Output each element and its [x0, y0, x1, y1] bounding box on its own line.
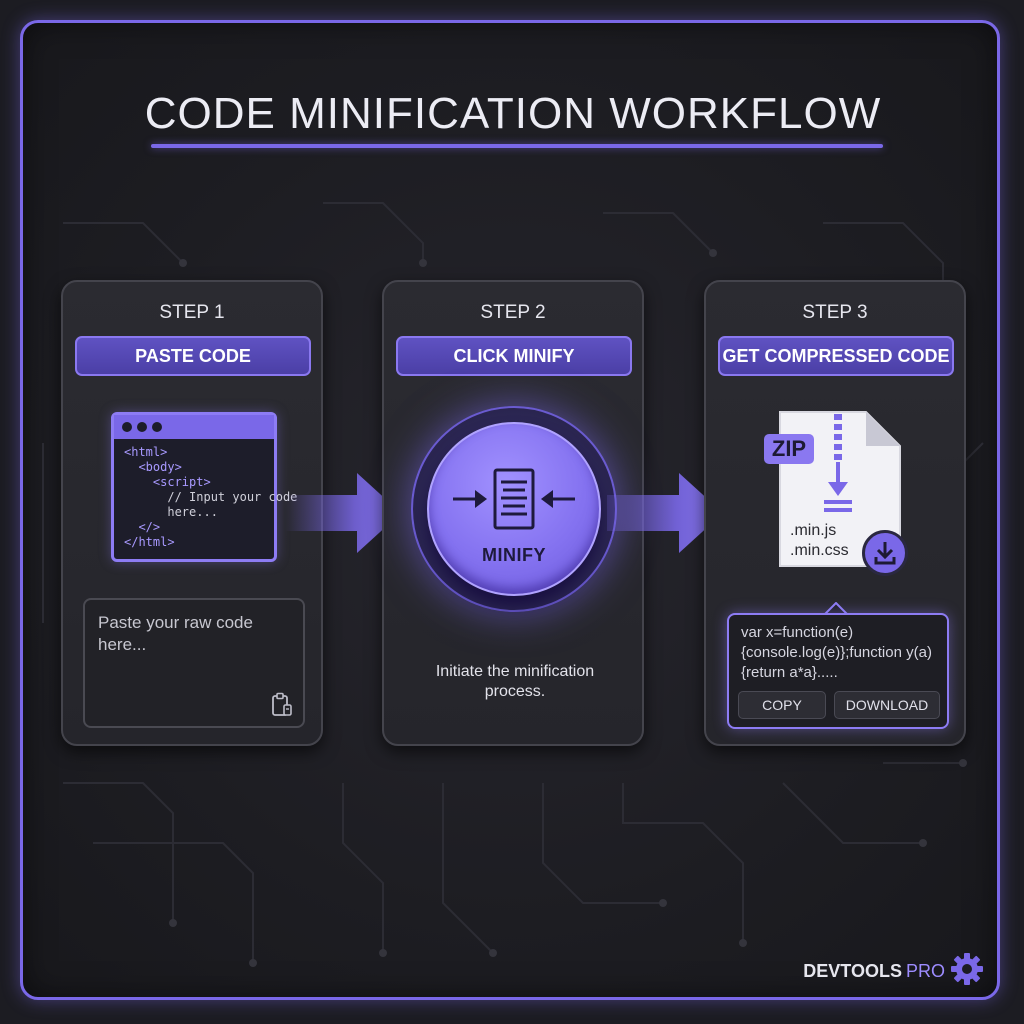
- step-1-card: STEP 1 PASTE CODE <html> <body> <script>…: [61, 280, 323, 746]
- step-2-label: STEP 2: [480, 302, 546, 323]
- step-2-card: STEP 2 CLICK MINIFY MINIFY Initiate the …: [382, 280, 644, 746]
- output-pointer: [824, 602, 848, 616]
- window-titlebar: [114, 415, 274, 439]
- code-sample: <html> <body> <script> // Input your cod…: [114, 439, 298, 550]
- compressed-output-box: var x=function(e){console.log(e)};functi…: [727, 613, 949, 729]
- window-dot-icon: [122, 422, 132, 432]
- code-editor-window: <html> <body> <script> // Input your cod…: [111, 412, 298, 562]
- minify-description: Initiate the minification process.: [435, 663, 595, 700]
- code-line: <html>: [124, 445, 168, 459]
- arrow-step1-to-step2-icon: [285, 473, 401, 553]
- minify-button-label: MINIFY: [482, 545, 546, 565]
- code-line: // Input your code: [124, 490, 298, 504]
- window-dot-icon: [137, 422, 147, 432]
- workflow-frame: CODE MINIFICATION WORKFLOW STEP 1 PASTE …: [20, 20, 1000, 1000]
- code-line: <script>: [124, 475, 211, 489]
- code-line: <body>: [124, 460, 182, 474]
- brand-logo: DEVTOOLS PRO: [803, 961, 945, 982]
- file-extension-js: .min.js: [790, 522, 837, 539]
- compressed-output-code: var x=function(e){console.log(e)};functi…: [741, 624, 932, 681]
- copy-button[interactable]: COPY: [738, 691, 826, 719]
- raw-code-placeholder: Paste your raw code here...: [98, 613, 253, 654]
- brand-name: DEVTOOLS: [803, 961, 902, 981]
- download-button[interactable]: DOWNLOAD: [834, 691, 940, 719]
- get-compressed-code-pill: GET COMPRESSED CODE: [718, 336, 954, 376]
- click-minify-pill: CLICK MINIFY: [396, 336, 632, 376]
- step-1-label: STEP 1: [159, 302, 225, 323]
- gear-icon: [951, 953, 983, 985]
- code-line: </>: [124, 520, 161, 534]
- file-extension-css: .min.css: [790, 542, 849, 559]
- title-underline: [151, 144, 883, 148]
- minify-button[interactable]: MINIFY: [427, 422, 601, 596]
- page-title: CODE MINIFICATION WORKFLOW: [144, 89, 882, 138]
- step-3-card: STEP 3 GET COMPRESSED CODE ZIP .min.js .…: [704, 280, 966, 746]
- code-line: </html>: [124, 535, 175, 549]
- raw-code-input[interactable]: Paste your raw code here...: [83, 598, 305, 728]
- arrow-step2-to-step3-icon: [607, 473, 723, 553]
- brand-suffix: PRO: [905, 961, 945, 981]
- step-3-label: STEP 3: [802, 302, 868, 323]
- compress-icon: [453, 468, 575, 530]
- code-line: here...: [124, 505, 218, 519]
- download-icon[interactable]: [862, 530, 908, 576]
- window-dot-icon: [152, 422, 162, 432]
- zip-badge: ZIP: [764, 434, 814, 464]
- paste-code-pill: PASTE CODE: [75, 336, 311, 376]
- clipboard-icon[interactable]: [271, 692, 293, 718]
